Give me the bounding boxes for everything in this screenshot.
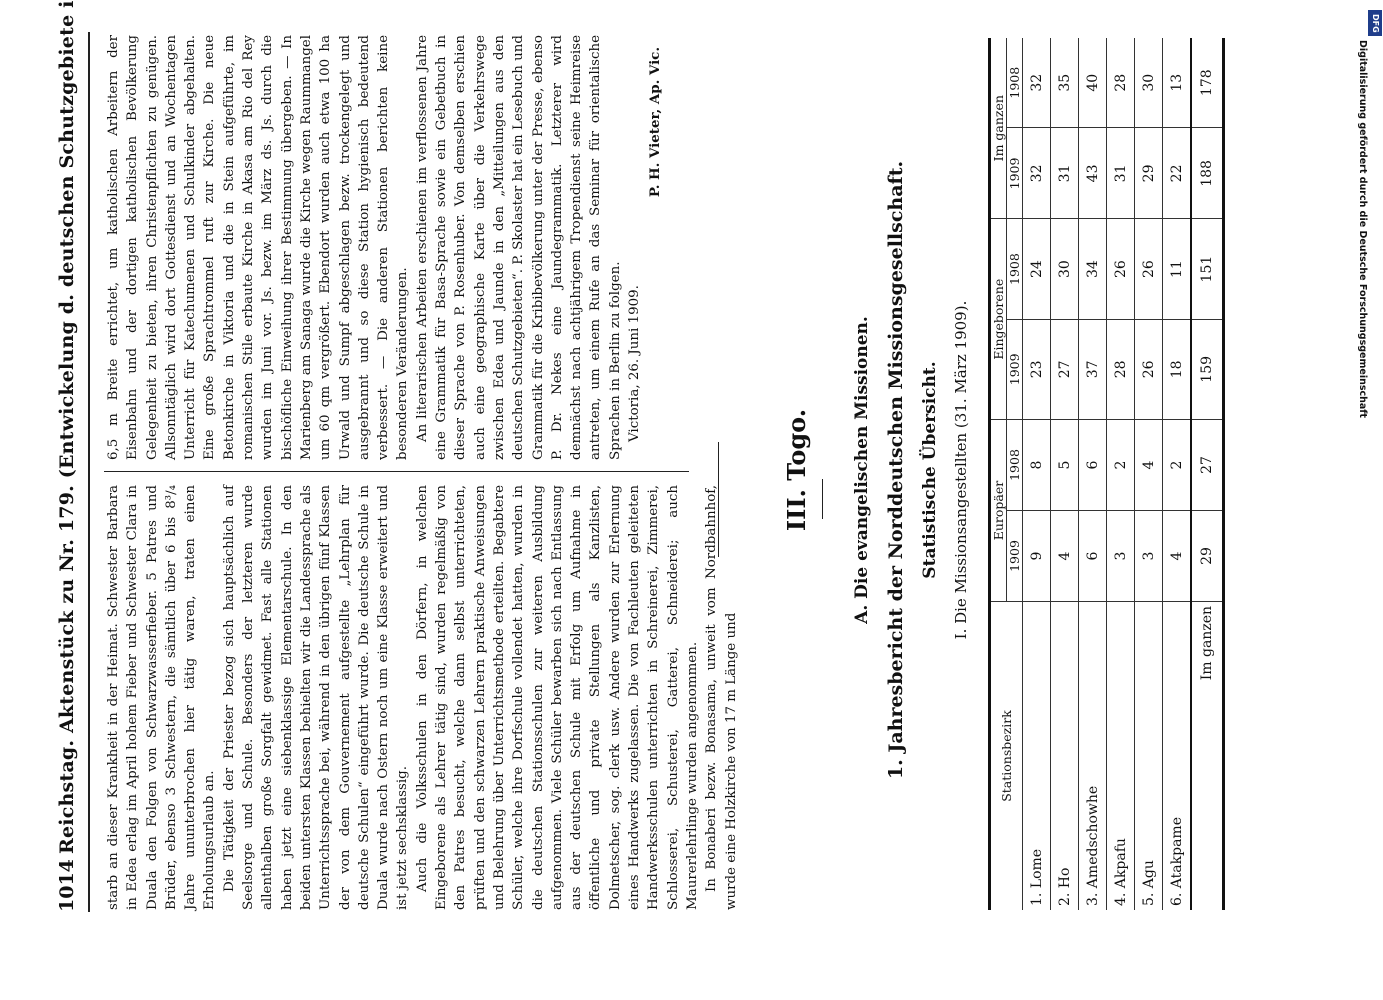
column-header-year: 1909	[1006, 127, 1023, 219]
table-row: 6. Atakpame 4 2 18 11 22 13	[1162, 38, 1191, 910]
column-group-europaer: Europäer	[989, 419, 1007, 602]
table-cell: 26	[1134, 218, 1163, 320]
table-cell: 13	[1162, 38, 1191, 128]
table-cell: 24	[1022, 218, 1051, 320]
table-caption: I. Die Missionsangestellten (31. März 19…	[952, 300, 970, 640]
table-row: 3. Amedschowhe 6 6 37 34 43 40	[1078, 38, 1107, 910]
staff-table: Stationsbezirk Europäer Eingeborene Im g…	[988, 38, 1225, 910]
table-cell: 26	[1134, 319, 1163, 420]
table-cell: 32	[1022, 38, 1051, 128]
column-group-eingeborene: Eingeborene	[989, 218, 1007, 420]
table-cell: 18	[1162, 319, 1191, 420]
date-line: Victoria, 26. Juni 1909.	[627, 285, 643, 442]
table-cell: 4	[1162, 510, 1191, 602]
table-cell: 159	[1191, 319, 1224, 420]
table-cell: 4	[1134, 419, 1163, 511]
section-heading: III. Togo.	[782, 408, 811, 532]
table-cell: 6	[1078, 510, 1107, 602]
column-group-im-ganzen: Im ganzen	[989, 38, 1007, 219]
station-name: 2. Ho	[1050, 601, 1079, 910]
table-total-row: Im ganzen 29 27 159 151 188 178	[1191, 38, 1224, 910]
paragraph: starb an dieser Krankheit in der Heimat.…	[106, 485, 218, 910]
column-header-year: 1908	[1006, 218, 1023, 320]
running-header: 1014 Reichstag. Aktenstück zu Nr. 179. (…	[52, 0, 90, 912]
table-row: 2. Ho 4 5 27 30 31 35	[1050, 38, 1079, 910]
paragraph: 6,5 m Breite errichtet, um katholischen …	[106, 35, 411, 460]
paragraph: An literarischen Arbeiten erschienen im …	[414, 35, 623, 460]
total-label: Im ganzen	[1191, 601, 1224, 910]
station-name: 4. Akpafu	[1106, 601, 1135, 910]
dfg-watermark: Digitalisierung gefördert durch die Deut…	[1357, 40, 1368, 418]
running-title: Reichstag. Aktenstück zu Nr. 179. (Entwi…	[56, 0, 78, 854]
paragraph: Auch die Volksschulen in den Dörfern, in…	[414, 485, 700, 910]
table-cell: 151	[1191, 218, 1224, 320]
table-cell: 26	[1106, 218, 1135, 320]
statistics-heading: Statistische Übersicht.	[920, 361, 940, 579]
column-header-station: Stationsbezirk	[989, 601, 1023, 910]
station-name: 3. Amedschowhe	[1078, 601, 1107, 910]
table-cell: 43	[1078, 127, 1107, 219]
subsection-heading: A. Die evangelischen Missionen.	[852, 316, 872, 624]
table-cell: 188	[1191, 127, 1224, 219]
signature: P. H. Vieter, Ap. Vic.	[647, 47, 664, 198]
table-cell: 178	[1191, 38, 1224, 128]
report-heading: 1. Jahresbericht der Norddeutschen Missi…	[885, 160, 907, 780]
table-cell: 3	[1106, 510, 1135, 602]
column-header-year: 1908	[1006, 38, 1023, 128]
column-header-year: 1908	[1006, 419, 1023, 511]
paragraph: Die Tätigkeit der Priester bezog sich ha…	[221, 485, 411, 910]
station-name: 5. Agu	[1134, 601, 1163, 910]
column-divider	[104, 471, 689, 472]
table-cell: 27	[1050, 319, 1079, 420]
column-header-year: 1909	[1006, 319, 1023, 420]
table-row: 4. Akpafu 3 2 28 26 31 28	[1106, 38, 1135, 910]
station-name: 1. Lome	[1022, 601, 1051, 910]
table-cell: 35	[1050, 38, 1079, 128]
table-cell: 30	[1134, 38, 1163, 128]
table-cell: 29	[1134, 127, 1163, 219]
table-cell: 5	[1050, 419, 1079, 511]
table-cell: 2	[1106, 419, 1135, 511]
table-cell: 27	[1191, 419, 1224, 511]
table-cell: 6	[1078, 419, 1107, 511]
table-cell: 11	[1162, 218, 1191, 320]
table-cell: 22	[1162, 127, 1191, 219]
table-cell: 2	[1162, 419, 1191, 511]
table-cell: 23	[1022, 319, 1051, 420]
table-cell: 37	[1078, 319, 1107, 420]
table-cell: 9	[1022, 510, 1051, 602]
page-number: 1014	[56, 859, 78, 912]
table-cell: 31	[1106, 127, 1135, 219]
table-cell: 30	[1050, 218, 1079, 320]
table-cell: 34	[1078, 218, 1107, 320]
short-divider	[822, 479, 823, 519]
table-row: 5. Agu 3 4 26 26 29 30	[1134, 38, 1163, 910]
section-divider	[718, 442, 719, 557]
right-column: 6,5 m Breite errichtet, um katholischen …	[104, 35, 666, 460]
table-cell: 28	[1106, 38, 1135, 128]
table-cell: 8	[1022, 419, 1051, 511]
table-cell: 40	[1078, 38, 1107, 128]
table-cell: 28	[1106, 319, 1135, 420]
table-cell: 29	[1191, 510, 1224, 602]
table-row: 1. Lome 9 8 23 24 32 32	[1022, 38, 1051, 910]
table-cell: 32	[1022, 127, 1051, 219]
table-cell: 3	[1134, 510, 1163, 602]
paragraph: In Bonaberi bezw. Bonasama, unweit vom N…	[704, 485, 739, 910]
station-name: 6. Atakpame	[1162, 601, 1191, 910]
dfg-logo: DFG	[1368, 10, 1382, 36]
table-cell: 31	[1050, 127, 1079, 219]
left-column: starb an dieser Krankheit in der Heimat.…	[104, 485, 741, 910]
column-header-year: 1909	[1006, 510, 1023, 602]
table-cell: 4	[1050, 510, 1079, 602]
